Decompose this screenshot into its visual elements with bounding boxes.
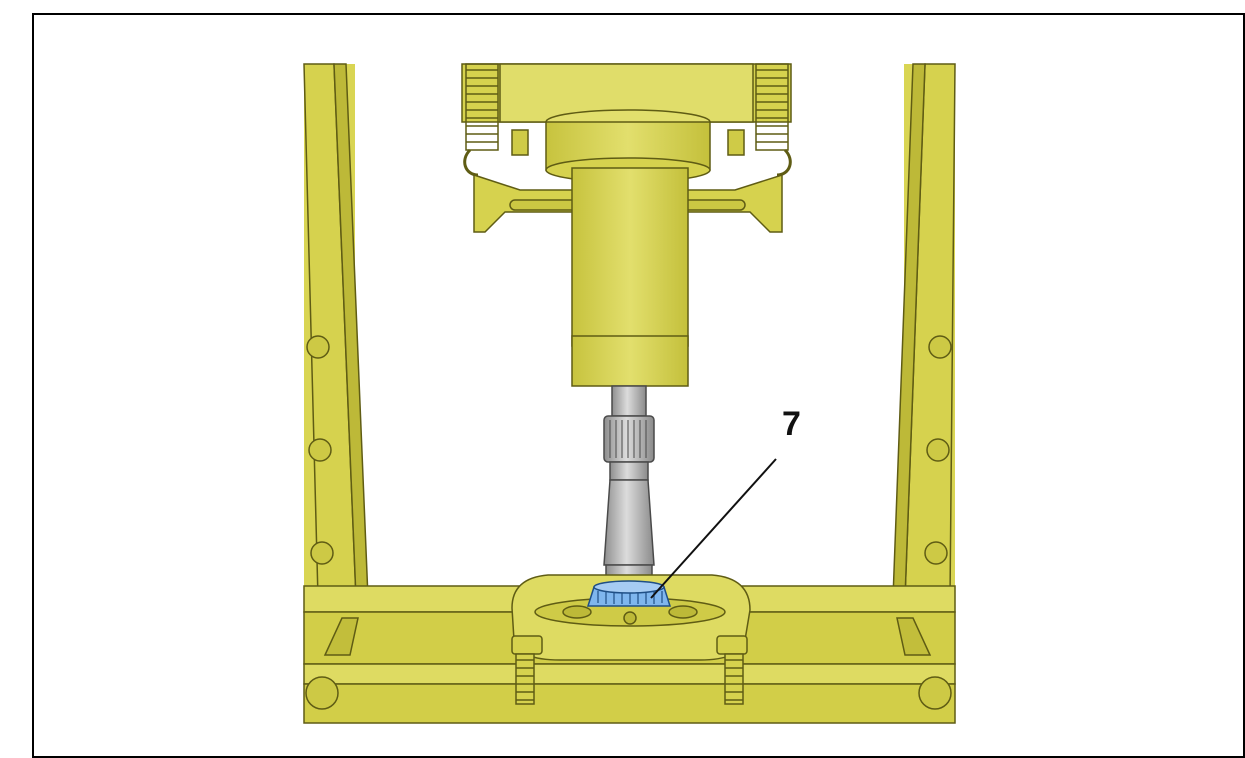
column-bolt-left-3: [310, 541, 334, 565]
callout-label-7: 7: [782, 405, 801, 443]
right-column: [892, 63, 956, 599]
bed-bolt-right: [918, 676, 952, 710]
column-bolt-right-2: [926, 438, 950, 462]
spring-right: [755, 63, 789, 151]
threaded-studs: [511, 635, 748, 705]
callout-leader-line: [650, 458, 777, 599]
bevel-gear: [586, 580, 672, 607]
column-bolt-left-2: [308, 438, 332, 462]
column-bolt-right-3: [924, 541, 948, 565]
left-column: [303, 63, 369, 599]
spring-left: [465, 63, 499, 151]
press-ram: [545, 109, 711, 387]
column-bolt-left-1: [306, 335, 330, 359]
press-shaft: [603, 385, 655, 586]
column-bolt-right-1: [928, 335, 952, 359]
puller-plate: [511, 574, 751, 661]
bed-bolt-left: [305, 676, 339, 710]
